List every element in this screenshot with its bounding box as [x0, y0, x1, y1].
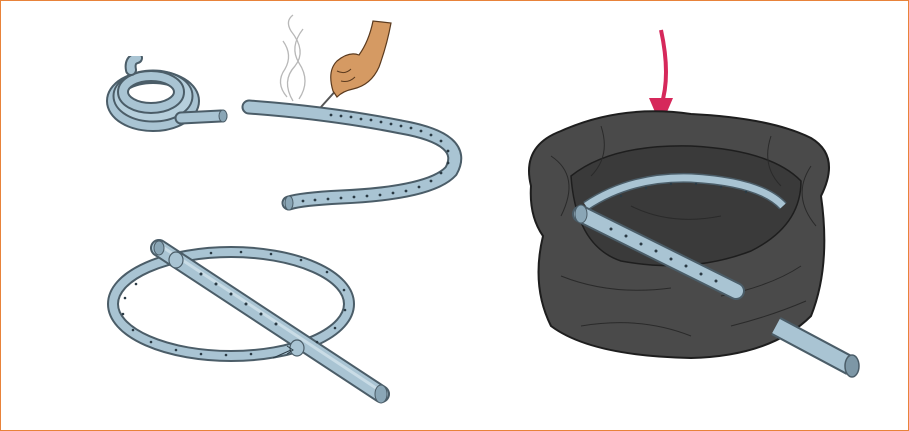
ring-drain-assembly-icon	[101, 236, 401, 416]
bag-with-drain-icon	[521, 26, 866, 386]
perforated-hose-icon	[241, 11, 481, 216]
coiled-hose-icon	[101, 56, 236, 146]
hand-heating-nail-icon	[331, 21, 391, 97]
